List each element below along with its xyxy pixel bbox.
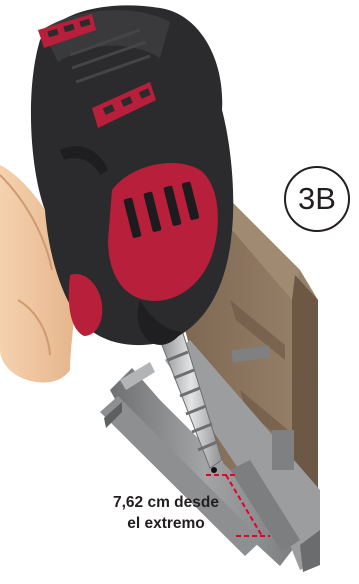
measurement-callout-line1: 7,62 cm desde bbox=[96, 492, 236, 513]
step-label: 3B bbox=[284, 166, 350, 232]
measurement-callout-line2: el extremo bbox=[96, 513, 236, 534]
measurement-callout: 7,62 cm desde el extremo bbox=[96, 492, 236, 534]
